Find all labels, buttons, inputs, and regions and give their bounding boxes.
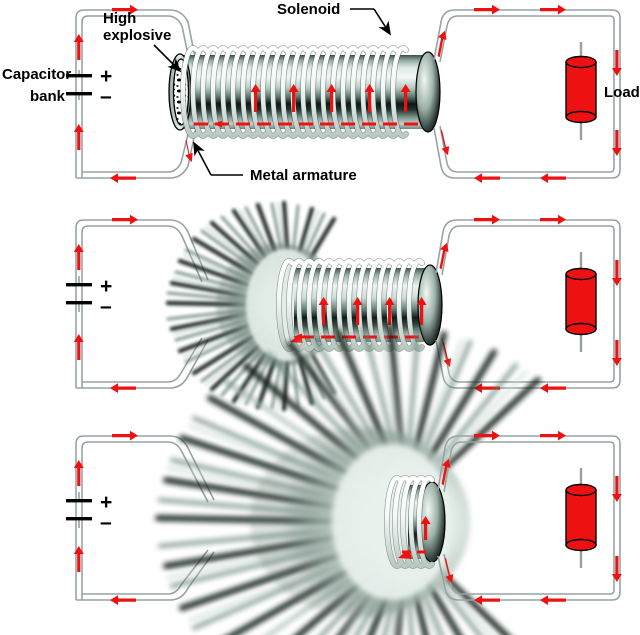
panel-2: + – [66, 200, 622, 412]
capacitor-bank-label-line1: Capacitor [2, 66, 71, 83]
armature-leader-d [193, 141, 212, 176]
current-arrows-left-p1 [73, 4, 193, 183]
labels-p1: Capacitor bank + – High explosive Soleno… [2, 1, 640, 184]
armature-current-p1 [194, 84, 424, 128]
plus-sign-p3: + [100, 491, 112, 514]
current-arrows-left-p2 [73, 214, 138, 393]
panel-3: + – [66, 323, 622, 635]
capacitor-symbol-p3 [66, 492, 92, 528]
plus-sign-p2: + [100, 275, 112, 298]
load-p1 [565, 42, 597, 140]
high-explosive-label-line2: explosive [103, 27, 171, 44]
capacitor-bank-label-line2: bank [30, 88, 66, 105]
solenoid-coil-p3 [384, 475, 435, 569]
solenoid-label: Solenoid [277, 1, 340, 18]
high-explosive-label-line1: High [103, 10, 136, 27]
plus-sign-p1: + [100, 65, 112, 88]
labels-p2: + – [100, 275, 112, 318]
load-p2 [565, 252, 597, 352]
minus-sign-p3: – [100, 511, 112, 534]
armature-current-p2 [290, 297, 427, 343]
armature-solenoid-p2 [276, 258, 443, 352]
armature-solenoid-p3 [384, 475, 446, 569]
panel-1: Capacitor bank + – High explosive Soleno… [2, 1, 640, 184]
high-explosive-leader [153, 44, 182, 73]
right-circuit-wire-p1 [433, 9, 621, 179]
metal-armature-label: Metal armature [250, 167, 357, 184]
minus-sign-p2: – [100, 295, 112, 318]
armature-solenoid-p1 [168, 45, 441, 139]
current-arrows-right-p2 [439, 214, 622, 393]
load-p3 [565, 468, 597, 568]
labels-p3: + – [100, 491, 112, 534]
current-arrows-left-p3 [73, 430, 138, 606]
capacitor-symbol-p1 [66, 70, 92, 100]
current-arrows-right-p3 [441, 430, 622, 606]
capacitor-symbol-p2 [66, 276, 92, 312]
current-arrows-right-p1 [437, 4, 622, 183]
armature-current-p3 [398, 516, 431, 559]
right-circuit-wire-p3 [437, 435, 621, 601]
solenoid-leader-d [373, 8, 391, 36]
minus-sign-p1: – [100, 85, 112, 108]
load-label-p1: Load [604, 84, 640, 101]
